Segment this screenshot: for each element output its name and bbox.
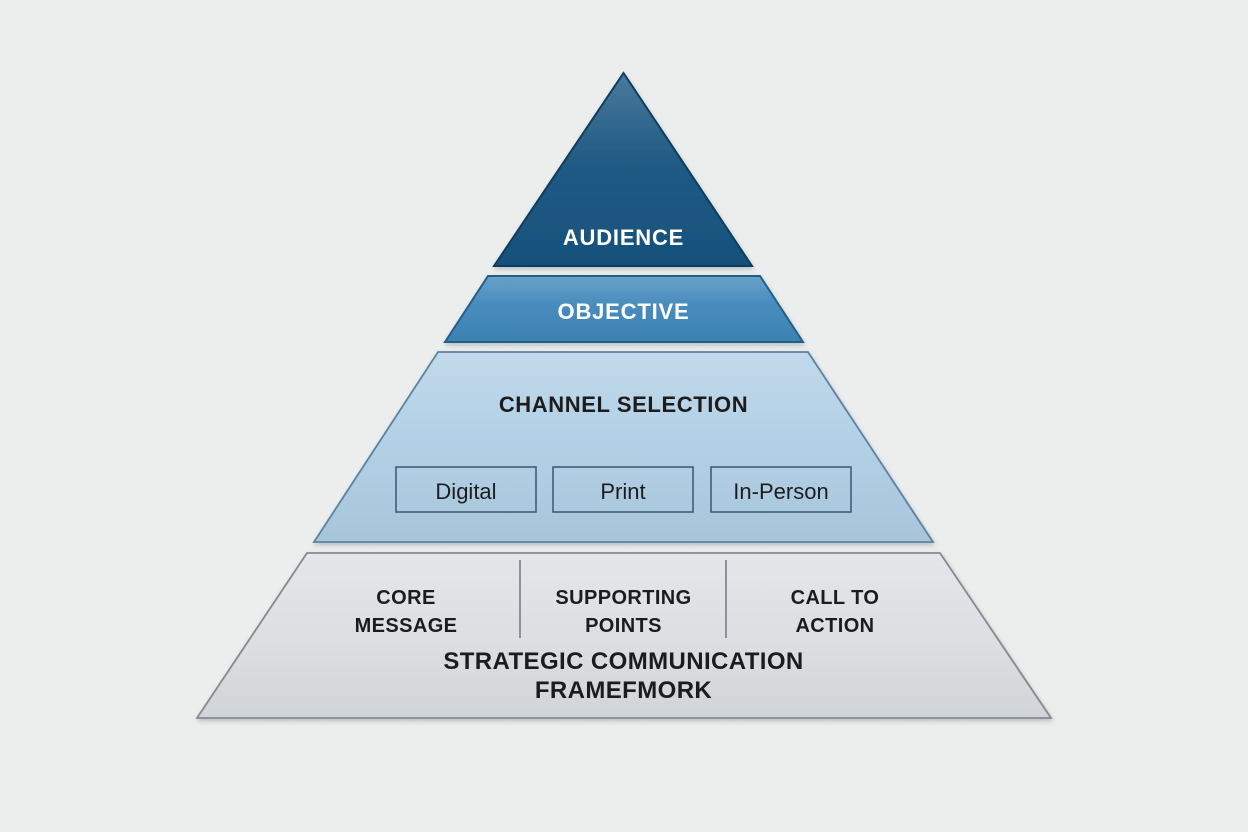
level-objective-label: OBJECTIVE [558,299,690,324]
channel-box-digital: Digital [395,466,537,513]
channel-box-in-person-label: In-Person [733,479,828,504]
level-audience: AUDIENCE [492,71,754,267]
core-message-line1: CORE [376,587,435,609]
foundation-caption: STRATEGIC COMMUNICATION FRAMEFMORK [443,648,803,704]
call-to-action-line2: ACTION [795,615,874,637]
core-message-line2: MESSAGE [355,615,458,637]
supporting-points-line2: POINTS [585,615,662,637]
channel-box-digital-border [395,466,537,513]
foundation-column-call-to-action: CALL TO ACTION [791,587,880,637]
caption-line2: FRAMEFMORK [535,677,713,704]
foundation-column-supporting-points: SUPPORTING POINTS [555,587,691,637]
channel-box-print-label: Print [600,479,645,504]
foundation-column-core-message: CORE MESSAGE [355,587,458,637]
channel-box-print: Print [552,466,694,513]
level-channel-selection-label: CHANNEL SELECTION [499,392,748,417]
caption-line1: STRATEGIC COMMUNICATION [443,648,803,675]
channel-box-digital-label: Digital [435,479,496,504]
level-foundation: CORE MESSAGE SUPPORTING POINTS CALL TO A… [195,552,1053,719]
level-channel-selection-bevel [312,351,935,543]
level-objective: OBJECTIVE [443,275,805,343]
channel-box-in-person: In-Person [710,466,852,513]
level-foundation-bevel [195,552,1053,719]
call-to-action-line1: CALL TO [791,587,880,609]
channel-box-print-border [552,466,694,513]
level-audience-label: AUDIENCE [563,225,684,250]
level-channel-selection: CHANNEL SELECTION Digital Print In-Perso… [312,351,935,543]
level-audience-bevel [492,71,754,267]
supporting-points-line1: SUPPORTING [555,587,691,609]
channel-box-in-person-border [710,466,852,513]
level-objective-bevel [443,275,805,343]
